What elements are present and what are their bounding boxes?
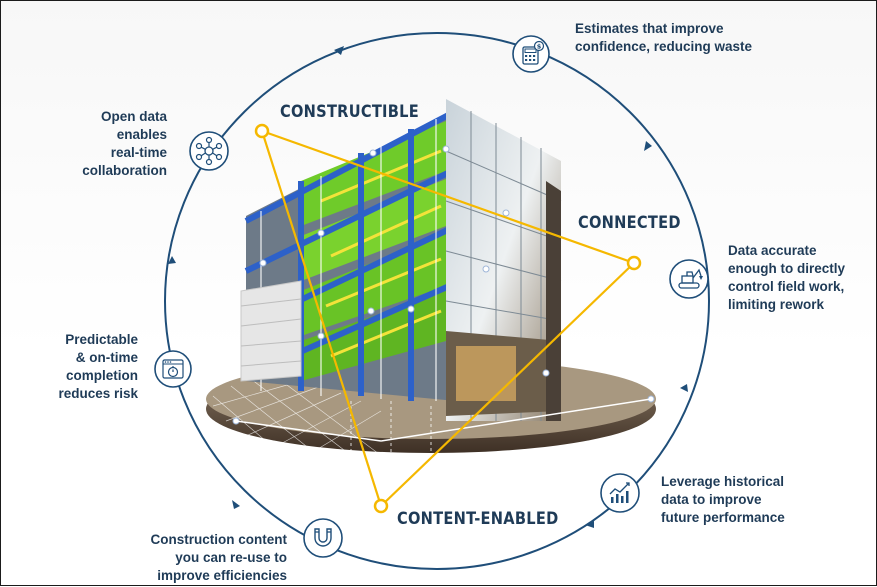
- cycle-arrow: [680, 384, 688, 392]
- cycle-arrow: [585, 521, 594, 528]
- cycle-arrow: [232, 500, 240, 509]
- stopwatch-icon: [153, 349, 193, 389]
- benefit-line: improve efficiencies: [157, 568, 287, 583]
- benefit-line: Leverage historical: [661, 474, 785, 489]
- benefit-line: Construction content: [150, 532, 288, 547]
- benefit-content-reuse: Construction content you can re-use to i…: [109, 531, 288, 585]
- cycle-arrow: [334, 46, 344, 55]
- excavator-icon: [668, 258, 710, 300]
- pillar-label-constructible: CONSTRUCTIBLE: [280, 102, 419, 122]
- benefit-line: limiting rework: [728, 297, 825, 312]
- benefit-line: real-time: [110, 145, 167, 160]
- benefit-predictable: Predictable & on-time completion reduces…: [31, 331, 138, 403]
- calculator-dollar-icon: $: [511, 34, 551, 74]
- benefit-line: Data accurate: [728, 243, 817, 258]
- cycle-arrow: [644, 141, 652, 151]
- benefit-open-data: Open data enables real-time collaboratio…: [61, 108, 167, 180]
- triangle-node-constructible: [254, 123, 270, 139]
- benefit-line: enough to directly: [728, 261, 846, 276]
- benefit-line: & on-time: [75, 350, 138, 365]
- benefit-line: reduces risk: [58, 386, 138, 401]
- benefit-field-work: Data accurate enough to directly control…: [728, 242, 845, 314]
- cycle-ring: [164, 32, 710, 570]
- cycle-arrow: [168, 256, 176, 264]
- benefit-line: completion: [65, 368, 138, 383]
- pillar-label-connected: CONNECTED: [578, 213, 681, 233]
- svg-text:$: $: [537, 43, 542, 51]
- benefit-line: data to improve: [661, 492, 762, 507]
- network-collaboration-icon: [188, 130, 230, 172]
- pillar-triangle: [260, 129, 635, 507]
- benefit-line: Estimates that improve: [575, 21, 724, 36]
- soil-mesh: [212, 372, 392, 472]
- line-chart-icon: [599, 472, 641, 514]
- benefit-line: Open data: [100, 109, 167, 124]
- benefit-line: control field work,: [728, 279, 845, 294]
- magnet-icon: [302, 517, 344, 559]
- benefit-line: collaboration: [82, 163, 167, 178]
- triangle-node-content: [373, 498, 389, 514]
- triangle-node-connected: [626, 255, 642, 271]
- benefit-line: you can re-use to: [175, 550, 287, 565]
- benefit-estimates: Estimates that improve confidence, reduc…: [575, 20, 752, 56]
- benefit-line: confidence, reducing waste: [575, 39, 753, 54]
- benefit-historical: Leverage historical data to improve futu…: [661, 473, 785, 527]
- benefit-line: future performance: [661, 510, 785, 525]
- benefit-line: Predictable: [65, 332, 138, 347]
- benefit-line: enables: [116, 127, 167, 142]
- pillar-label-content-enabled: CONTENT-ENABLED: [397, 509, 559, 529]
